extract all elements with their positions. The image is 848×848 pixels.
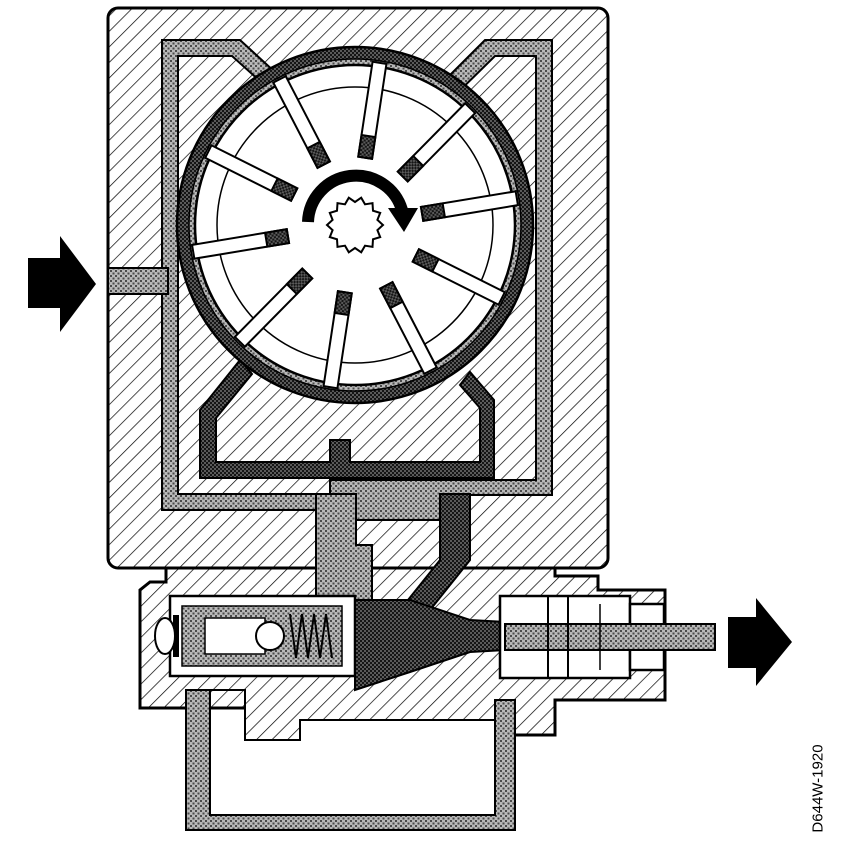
outlet-fitting (498, 594, 716, 680)
valve-passages (315, 493, 471, 611)
inlet-arrow-icon (28, 236, 96, 332)
pressure-channel (199, 358, 495, 479)
rotor-vanes (190, 60, 520, 390)
rotor-vane (411, 247, 507, 307)
outlet-arrow-icon (728, 598, 792, 686)
clockwise-arrow-icon (302, 169, 418, 232)
rotor-vane (322, 290, 353, 390)
relief-spring (289, 613, 333, 659)
relief-valve-bore (154, 594, 357, 678)
rotor-vane (378, 280, 439, 376)
drive-shaft-spline (325, 196, 385, 254)
figure-id-label: D644W-1920 (788, 728, 848, 848)
figure-id-text: D644W-1920 (809, 743, 827, 833)
inlet-port (107, 267, 169, 295)
rotor-vane (203, 143, 299, 203)
rotor-vane (190, 228, 291, 260)
rotor-vane (271, 74, 332, 170)
return-passage-loop (185, 689, 516, 831)
rotor-vane (233, 267, 314, 349)
rotor-vane (419, 190, 520, 222)
rotor-vane (396, 101, 477, 183)
rotor-vane (357, 60, 388, 160)
